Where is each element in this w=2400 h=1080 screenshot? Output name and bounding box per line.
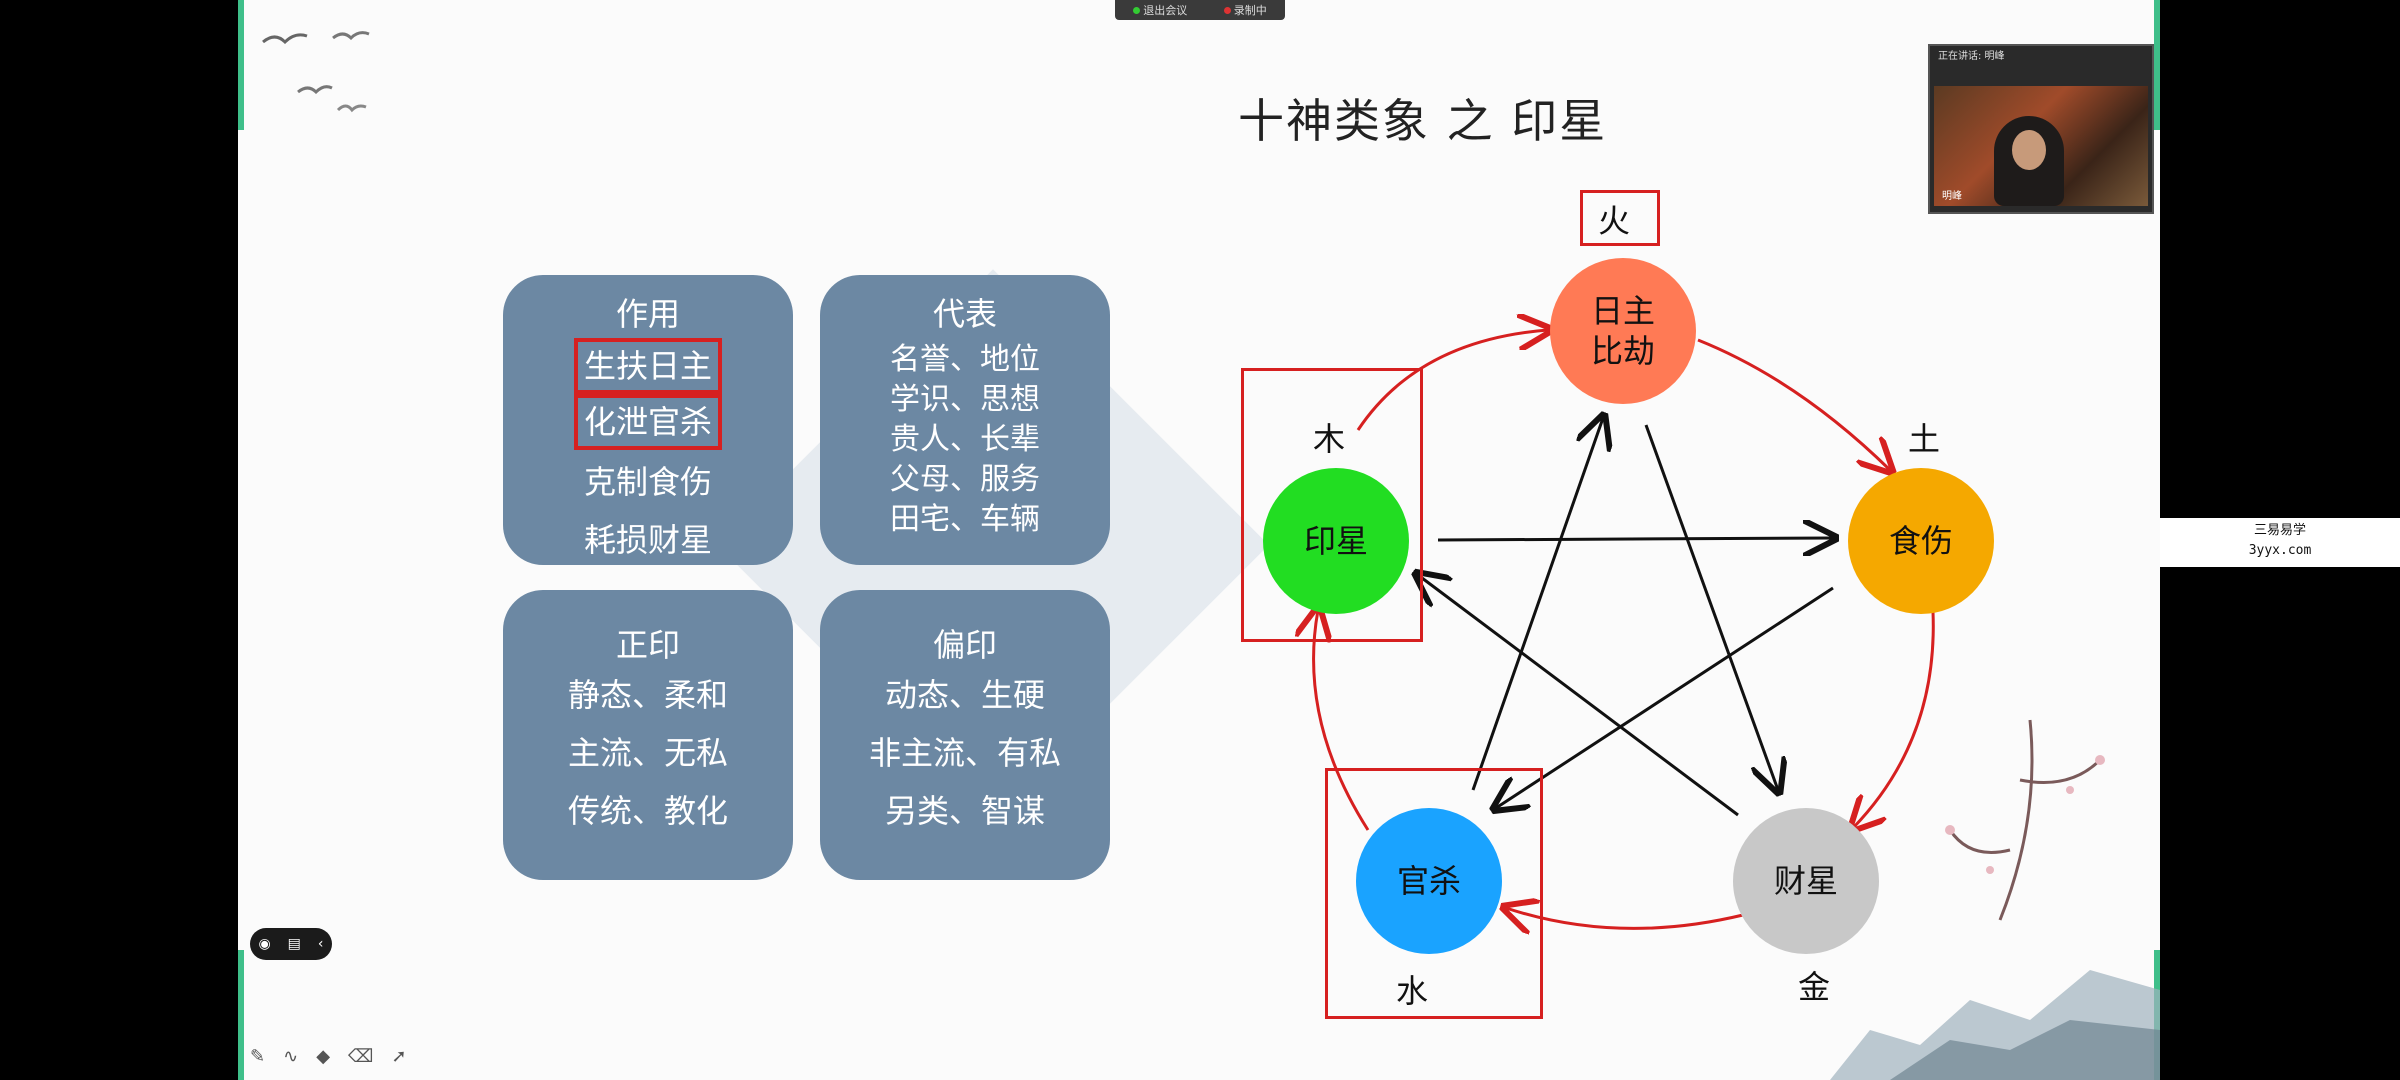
leave-meeting-label: 退出会议 bbox=[1143, 4, 1188, 17]
card-line: 传统、教化 bbox=[567, 792, 728, 830]
card-heading: 偏印 bbox=[932, 626, 997, 664]
recording-label: 录制中 bbox=[1233, 4, 1267, 17]
brand-url: 3yyx.com bbox=[2248, 543, 2312, 558]
leave-meeting-button[interactable]: 退出会议 bbox=[1133, 2, 1187, 18]
curve-icon[interactable]: ∿ bbox=[283, 1046, 299, 1067]
card-line: 田宅、车辆 bbox=[890, 502, 1040, 537]
pointer-icon[interactable]: ➚ bbox=[391, 1046, 407, 1067]
speaker-video-window[interactable]: 正在讲话: 明峰 明峰 bbox=[1928, 44, 2154, 214]
floating-toolbar: ◉ ▤ ‹ bbox=[250, 928, 332, 960]
green-frame-corner bbox=[2154, 0, 2160, 130]
control-arrow bbox=[1471, 418, 1603, 791]
cycle-arrow bbox=[1697, 338, 1890, 470]
cycle-arrow bbox=[1853, 611, 1935, 828]
card-line: 静态、柔和 bbox=[567, 676, 728, 714]
speaker-face bbox=[2012, 130, 2046, 170]
card-heading: 代表 bbox=[932, 295, 997, 333]
node-caixing: 财星 bbox=[1733, 808, 1879, 954]
control-arrow bbox=[1418, 575, 1739, 817]
pen-icon[interactable]: ✎ bbox=[250, 1046, 266, 1067]
element-tu: 土 bbox=[1908, 420, 1941, 458]
node-shishang: 食伤 bbox=[1848, 468, 1994, 614]
shape-icon[interactable]: ◆ bbox=[316, 1046, 331, 1067]
five-element-diagram bbox=[238, 0, 1935, 1080]
eraser-icon[interactable]: ⌫ bbox=[348, 1046, 374, 1067]
landscape-decoration bbox=[1830, 719, 2160, 1080]
speaker-name: 明峰 bbox=[1942, 191, 1962, 202]
card-line: 学识、思想 bbox=[890, 382, 1040, 417]
node-label: 比劫 bbox=[1590, 332, 1655, 370]
element-shui: 水 bbox=[1396, 972, 1429, 1010]
screen-icon[interactable]: ▤ bbox=[287, 936, 301, 952]
green-frame-corner bbox=[238, 950, 244, 1080]
node-label: 食伤 bbox=[1888, 522, 1953, 560]
card-heading: 作用 bbox=[615, 295, 680, 333]
card-line: 克制食伤 bbox=[583, 463, 712, 501]
green-frame-corner bbox=[238, 0, 244, 130]
control-arrow bbox=[1437, 538, 1833, 540]
card-line: 另类、智谋 bbox=[884, 792, 1045, 830]
cycle-arrow bbox=[1356, 330, 1548, 431]
element-huo: 火 bbox=[1598, 202, 1631, 240]
card-line: 父母、服务 bbox=[890, 462, 1040, 497]
cycle-arrow bbox=[1314, 610, 1370, 831]
highlighted-item: 化泄官杀 bbox=[573, 394, 722, 450]
recording-indicator[interactable]: 录制中 bbox=[1223, 2, 1267, 18]
card-line: 非主流、有私 bbox=[868, 734, 1061, 772]
card-daibiao: 代表 名誉、地位 学识、思想 贵人、长辈 父母、服务 田宅、车辆 bbox=[820, 275, 1110, 565]
element-jin: 金 bbox=[1798, 968, 1831, 1006]
camera-icon[interactable]: ◉ bbox=[258, 936, 271, 952]
node-rizhu: 日主 比劫 bbox=[1550, 258, 1696, 404]
slide-title: 十神类象 之 印星 bbox=[1238, 94, 1608, 148]
birds-decoration bbox=[262, 31, 370, 113]
speaker-video: 明峰 bbox=[1934, 86, 2148, 206]
card-line: 动态、生硬 bbox=[884, 676, 1045, 714]
control-arrow bbox=[1644, 424, 1778, 790]
card-zhengyin: 正印 静态、柔和 主流、无私 传统、教化 bbox=[503, 590, 793, 880]
cycle-arrow bbox=[1506, 908, 1744, 928]
highlight-box-huo bbox=[1580, 190, 1660, 246]
highlight-box-yinxing bbox=[1241, 368, 1423, 642]
meeting-top-bar: 退出会议 录制中 bbox=[1115, 0, 1285, 20]
node-label: 财星 bbox=[1773, 862, 1838, 900]
card-heading: 正印 bbox=[615, 626, 680, 664]
draw-tools: ✎ ∿ ◆ ⌫ ➚ bbox=[250, 1046, 407, 1067]
node-guansha: 官杀 bbox=[1356, 808, 1502, 954]
brand-watermark: 三易易学 3yyx.com bbox=[2160, 518, 2400, 567]
card-line: 贵人、长辈 bbox=[890, 422, 1040, 457]
node-label: 日主 bbox=[1590, 292, 1655, 330]
highlighted-item: 生扶日主 bbox=[573, 338, 722, 394]
card-zuoyong: 作用 生扶日主 化泄官杀 克制食伤 耗损财星 bbox=[503, 275, 793, 565]
slide: 十神类象 之 印星 作用 生扶日主 化泄官杀 克制食伤 耗损财星 代表 名誉、地… bbox=[238, 0, 2160, 1080]
chevron-left-icon[interactable]: ‹ bbox=[317, 936, 324, 952]
node-yinxing: 印星 bbox=[1263, 468, 1409, 614]
brand-name: 三易易学 bbox=[2253, 523, 2306, 538]
card-line: 主流、无私 bbox=[567, 734, 728, 772]
card-line: 耗损财星 bbox=[583, 521, 712, 559]
card-pianyin: 偏印 动态、生硬 非主流、有私 另类、智谋 bbox=[820, 590, 1110, 880]
highlight-box-guansha bbox=[1325, 768, 1543, 1019]
card-line: 名誉、地位 bbox=[890, 342, 1040, 377]
speaking-indicator: 正在讲话: 明峰 bbox=[1938, 51, 2005, 62]
node-label: 印星 bbox=[1303, 522, 1368, 560]
element-mu: 木 bbox=[1313, 420, 1346, 458]
node-label: 官杀 bbox=[1396, 862, 1461, 900]
control-arrow bbox=[1496, 586, 1834, 808]
